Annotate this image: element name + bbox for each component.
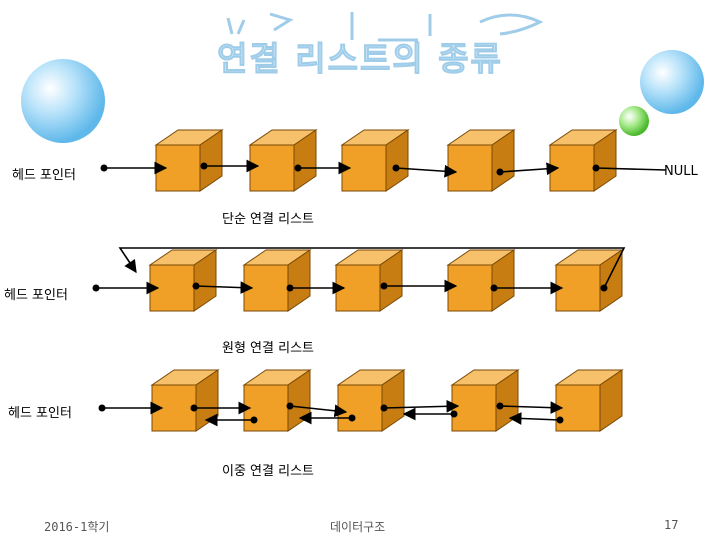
null-label: NULL <box>664 164 698 179</box>
caption-circular-linked: 원형 연결 리스트 <box>222 341 314 356</box>
row3-next-link-2 <box>289 404 348 418</box>
row2-node-5-front <box>555 264 601 312</box>
row1-link-3 <box>395 164 458 178</box>
row3-node-2-front <box>243 384 289 432</box>
row3-node-5-front <box>555 384 601 432</box>
head-pointer-label-1: 헤드 포인터 <box>12 168 76 183</box>
row3-next-link-4 <box>499 401 564 415</box>
green-circle <box>619 106 649 136</box>
row3-node-3-front <box>337 384 383 432</box>
footer-semester: 2016-1학기 <box>44 520 110 534</box>
row1-link-5 <box>595 167 667 171</box>
footer-page-number: 17 <box>664 518 679 532</box>
row2-circular-link <box>118 247 626 289</box>
row3-node-4-front <box>451 384 497 432</box>
caption-singly-linked: 단순 연결 리스트 <box>222 212 314 227</box>
blue-circle-right <box>640 50 704 114</box>
caption-doubly-linked: 이중 연결 리스트 <box>222 464 314 479</box>
row2-link-1 <box>195 281 254 294</box>
row1-node-2-front <box>249 144 295 192</box>
head-pointer-label-3: 헤드 포인터 <box>8 406 72 421</box>
row3-prev-link-4 <box>508 412 561 425</box>
sparkle-decoration <box>226 12 544 42</box>
row1-node-3-front <box>341 144 387 192</box>
row3-next-link-3 <box>383 399 460 413</box>
footer-course: 데이터구조 <box>330 520 386 534</box>
row2-node-4-front <box>447 264 493 312</box>
blue-circle-left <box>21 59 105 143</box>
head-pointer-label-2: 헤드 포인터 <box>4 288 68 303</box>
title-area: 연결 리스트의 종류 <box>160 14 560 79</box>
row1-link-4 <box>499 162 560 176</box>
row1-node-4-front <box>447 144 493 192</box>
page-title: 연결 리스트의 종류 <box>217 39 503 79</box>
